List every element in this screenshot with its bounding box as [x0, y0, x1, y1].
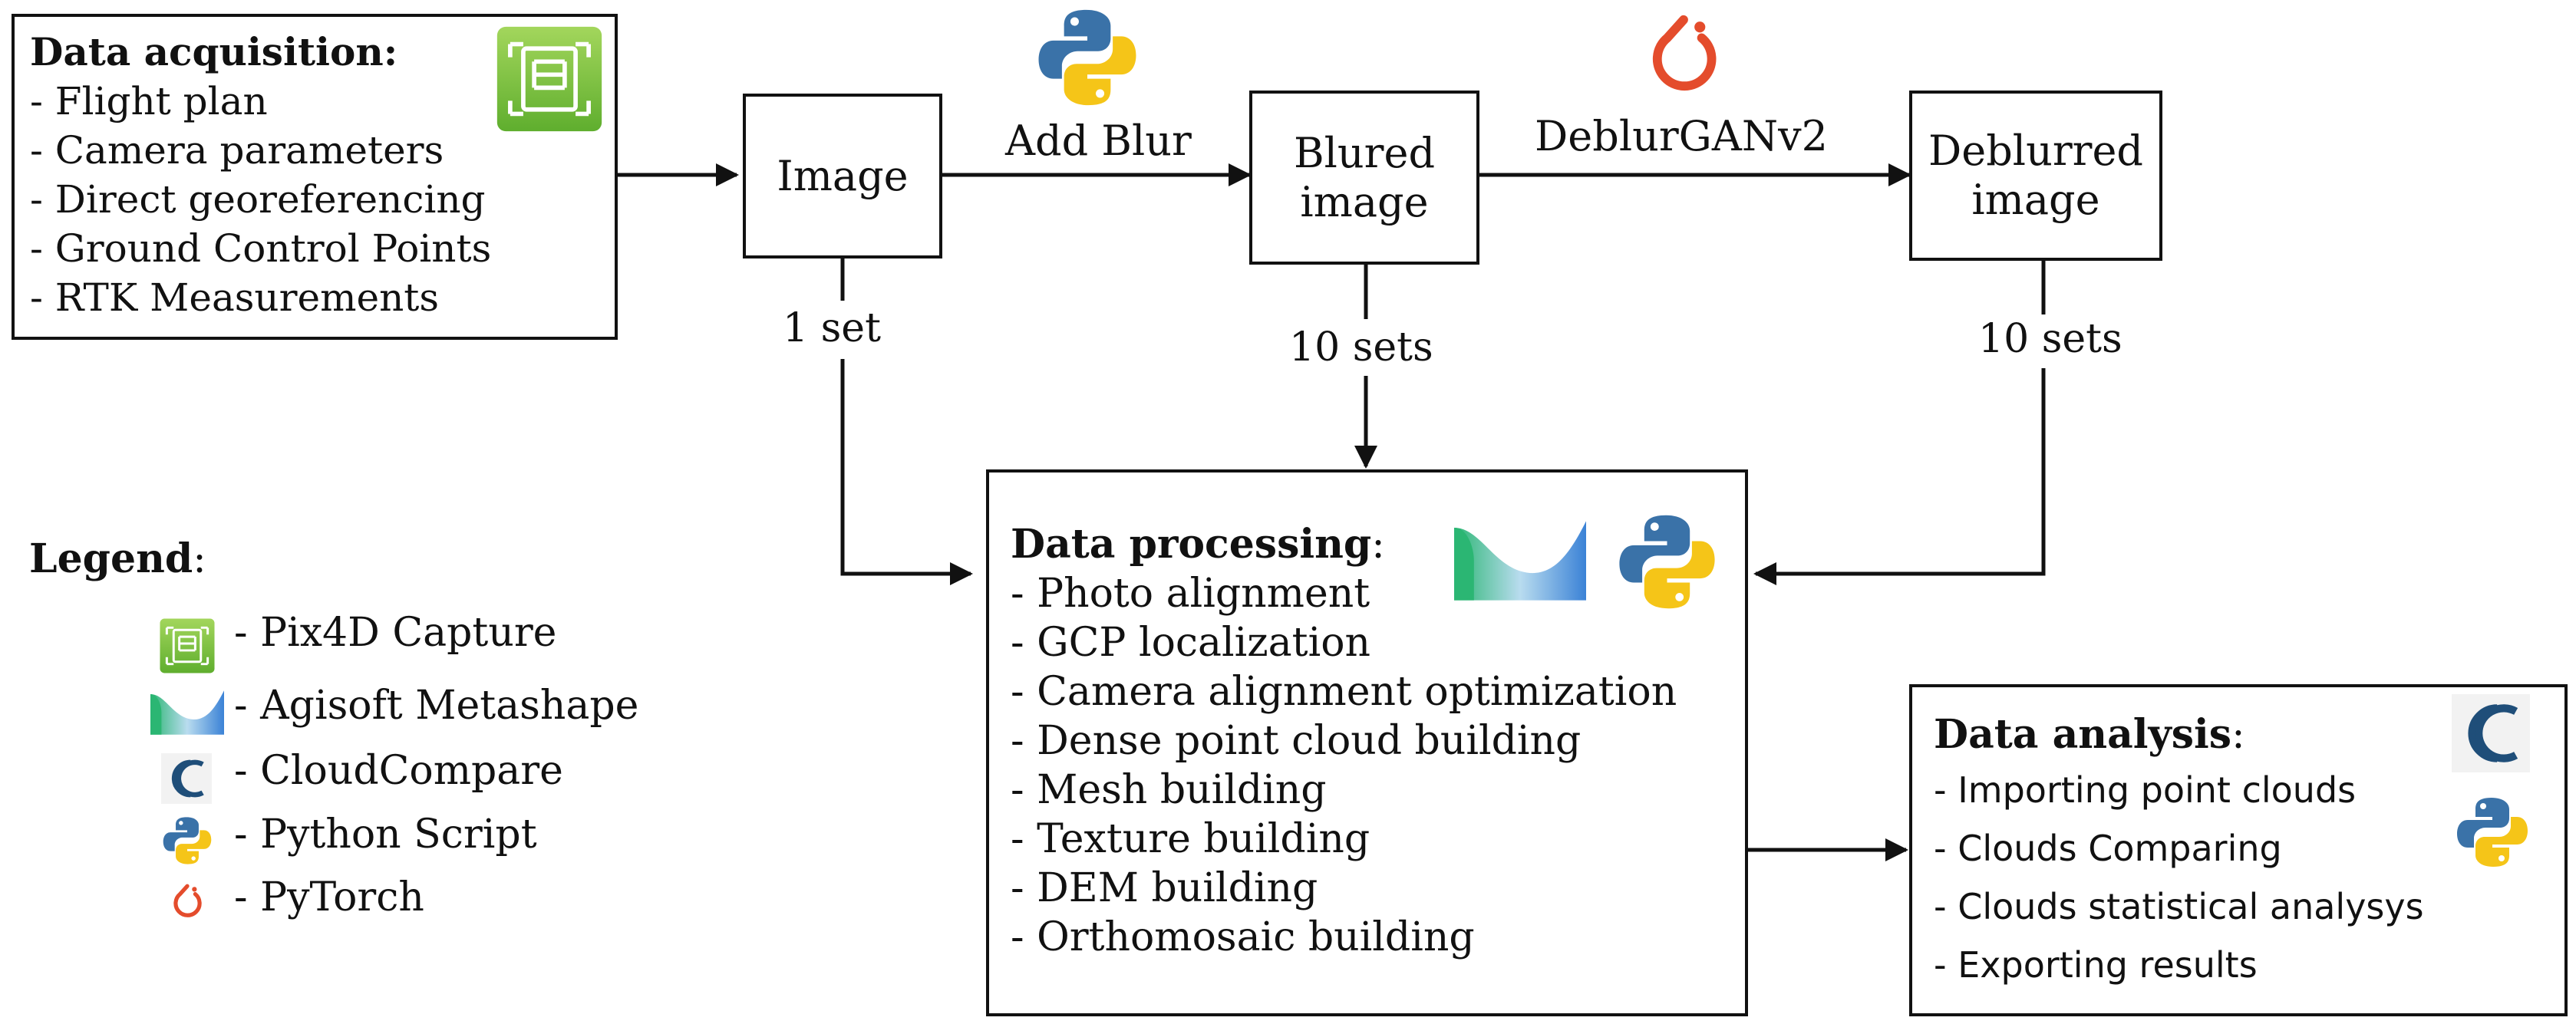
data-processing-list: - Photo alignment - GCP localization - C…	[1011, 569, 1723, 962]
blured-node-label-1: Blured	[1293, 128, 1436, 177]
data-acquisition-title: Data acquisition:	[30, 29, 398, 74]
list-item: - Exporting results	[1934, 944, 2258, 986]
python-icon	[161, 815, 213, 867]
deblurgan-label: DeblurGANv2	[1535, 112, 1828, 160]
deblurred-node-label-1: Deblurred	[1928, 127, 2144, 175]
list-item: - Photo alignment	[1011, 571, 1370, 617]
arrow-image-to-processing-b	[840, 359, 973, 585]
list-item: - Camera alignment optimization	[1011, 669, 1677, 715]
data-processing-title: Data processing	[1011, 521, 1372, 568]
list-item: - Orthomosaic building	[1011, 914, 1475, 960]
data-analysis-colon: :	[2231, 712, 2245, 758]
list-item: - DEM building	[1011, 865, 1318, 911]
arrow-deblurred-to-processing-b	[1753, 368, 2046, 585]
data-analysis-box: Data analysis: - Importing point clouds …	[1909, 684, 2568, 1016]
data-processing-box: Data processing: - Photo alignment - GCP…	[986, 469, 1748, 1016]
legend-label: - PyTorch	[234, 874, 424, 920]
list-item: - Camera parameters	[30, 128, 444, 173]
agisoft-metashape-icon	[150, 690, 224, 735]
python-icon	[1034, 5, 1140, 110]
data-processing-heading: Data processing:	[1011, 520, 1723, 569]
data-acquisition-list: - Flight plan - Camera parameters - Dire…	[30, 77, 599, 322]
list-item: - Dense point cloud building	[1011, 718, 1582, 764]
pytorch-icon	[167, 882, 207, 922]
legend-colon: :	[193, 536, 206, 582]
image-node-label: Image	[777, 152, 909, 200]
image-sets-label: 1 set	[783, 305, 881, 351]
data-analysis-title: Data analysis	[1934, 711, 2232, 758]
add-blur-label: Add Blur	[1005, 117, 1192, 165]
list-item: - Clouds Comparing	[1934, 828, 2282, 869]
cloudcompare-icon	[2452, 694, 2530, 772]
legend-label: - Agisoft Metashape	[234, 683, 639, 729]
list-item: - Flight plan	[30, 79, 268, 123]
legend-label: - CloudCompare	[234, 748, 563, 794]
blured-node-label-2: image	[1300, 177, 1429, 226]
list-item: - GCP localization	[1011, 620, 1370, 666]
agisoft-metashape-icon	[1454, 518, 1586, 604]
list-item: - RTK Measurements	[30, 275, 440, 320]
pytorch-icon	[1638, 11, 1729, 101]
legend-heading: Legend:	[29, 535, 206, 582]
list-item: - Direct georeferencing	[30, 177, 486, 222]
deblurred-image-node: Deblurred image	[1909, 91, 2162, 261]
data-analysis-heading: Data analysis:	[1934, 709, 2543, 761]
image-node: Image	[743, 94, 942, 258]
list-item: - Importing point clouds	[1934, 769, 2357, 811]
data-analysis-list: - Importing point clouds - Clouds Compar…	[1934, 761, 2543, 994]
deblurred-node-label-2: image	[1971, 176, 2100, 224]
python-icon	[2454, 794, 2531, 871]
pix4d-capture-icon	[495, 25, 604, 133]
list-item: - Clouds statistical analysys	[1934, 886, 2424, 927]
deblurred-sets-label: 10 sets	[1978, 316, 2122, 362]
list-item: - Ground Control Points	[30, 226, 492, 271]
data-acquisition-box: Data acquisition: - Flight plan - Camera…	[12, 14, 618, 340]
blured-sets-label: 10 sets	[1289, 324, 1433, 370]
blured-image-node: Blured image	[1249, 91, 1479, 265]
data-processing-colon: :	[1371, 522, 1385, 568]
cloudcompare-icon	[161, 753, 212, 804]
python-icon	[1615, 510, 1719, 614]
list-item: - Texture building	[1011, 816, 1370, 862]
legend-label: - Python Script	[234, 812, 537, 858]
legend-title: Legend	[29, 535, 193, 582]
list-item: - Mesh building	[1011, 767, 1327, 813]
legend-label: - Pix4D Capture	[234, 610, 557, 656]
pix4d-capture-icon	[159, 617, 216, 674]
